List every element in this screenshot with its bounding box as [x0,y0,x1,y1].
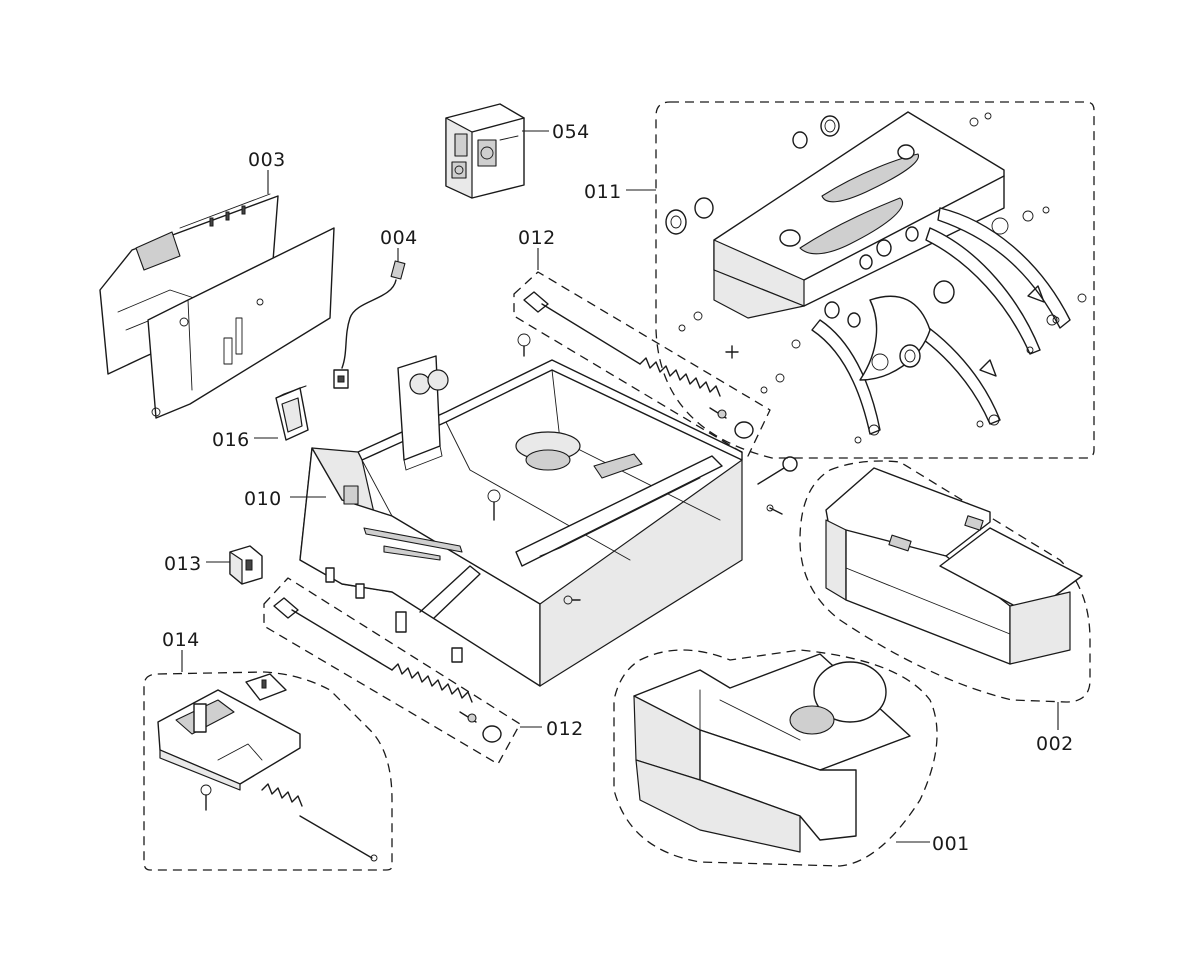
callout-012-top: 012 [518,227,556,249]
callout-004: 004 [380,227,418,249]
callout-012-bottom: 012 [546,718,584,740]
part-012-spring-rod-top [513,271,771,457]
part-016-bracket [275,385,309,441]
callout-001: 001 [932,833,970,855]
callout-003: 003 [248,149,286,171]
loose-screws [757,456,798,515]
part-004-sensor-cable [333,260,406,389]
callout-002: 002 [1036,733,1074,755]
part-014-sensor-housing [143,671,393,871]
part-010-main-housing [299,355,743,687]
callout-010: 010 [244,488,282,510]
callout-014: 014 [162,629,200,651]
callout-011: 011 [584,181,622,203]
callout-013: 013 [164,553,202,575]
part-012-spring-rod-bottom [263,577,521,765]
callout-054: 054 [552,121,590,143]
part-003-circuit-board [99,193,335,419]
part-001-water-tank [613,649,938,867]
part-054-valve-block [445,103,525,199]
part-002-grounds-container [799,460,1091,703]
part-011-brewing-unit [655,101,1095,459]
part-013-switch [229,545,263,585]
callout-016: 016 [212,429,250,451]
